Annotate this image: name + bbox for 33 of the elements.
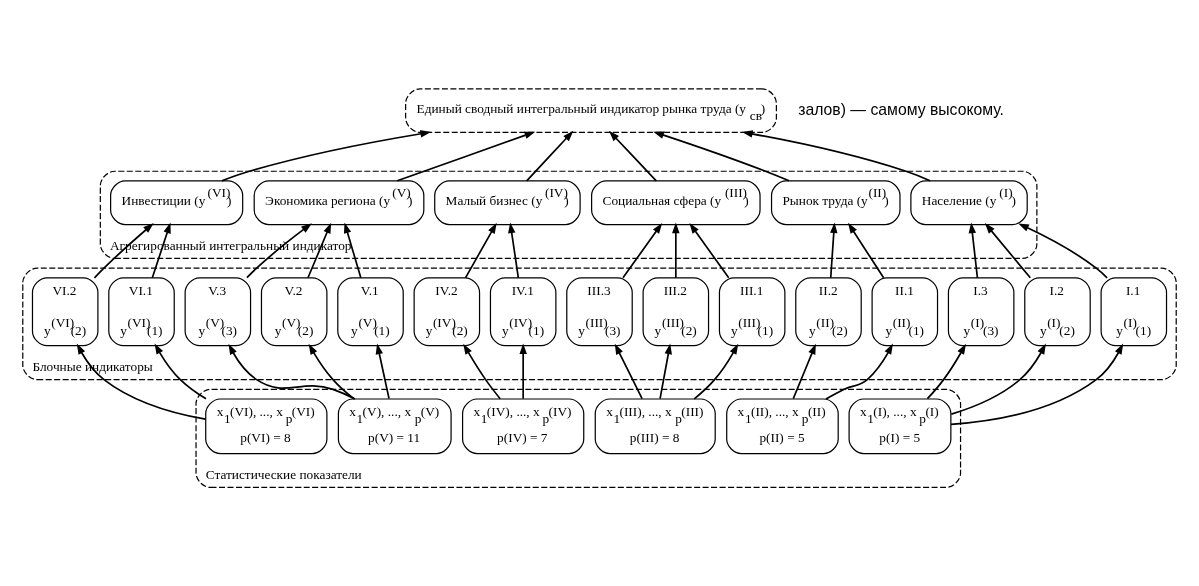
arrow: [848, 222, 885, 279]
arrow: [614, 343, 643, 400]
arrow: [246, 223, 312, 279]
arrow: [659, 343, 672, 400]
arrow: [950, 343, 1124, 426]
arrow: [825, 343, 893, 400]
arrow: [343, 222, 362, 279]
arrow: [968, 222, 979, 279]
arrow: [228, 343, 356, 400]
arrow: [221, 130, 432, 182]
arrow: [792, 343, 816, 400]
arrow: [984, 223, 1032, 279]
arrow: [926, 343, 966, 400]
arrow: [672, 222, 680, 279]
arrow: [622, 222, 663, 279]
arrow: [151, 222, 171, 279]
arrow: [154, 343, 207, 400]
arrow: [375, 343, 390, 400]
arrow: [829, 222, 838, 279]
arrow: [950, 343, 1046, 415]
arrow: [76, 343, 207, 421]
arrow: [1018, 223, 1108, 279]
label: залов) — самому высокому.: [798, 100, 1004, 118]
arrow: [308, 343, 355, 400]
arrow: [689, 222, 730, 279]
arrow: [463, 343, 502, 400]
arrow: [508, 222, 520, 279]
arrow: [93, 223, 154, 279]
arrow: [464, 222, 497, 279]
arrow: [519, 343, 527, 400]
arrow: [608, 130, 658, 182]
arrow: [525, 130, 574, 182]
arrow: [741, 130, 931, 182]
